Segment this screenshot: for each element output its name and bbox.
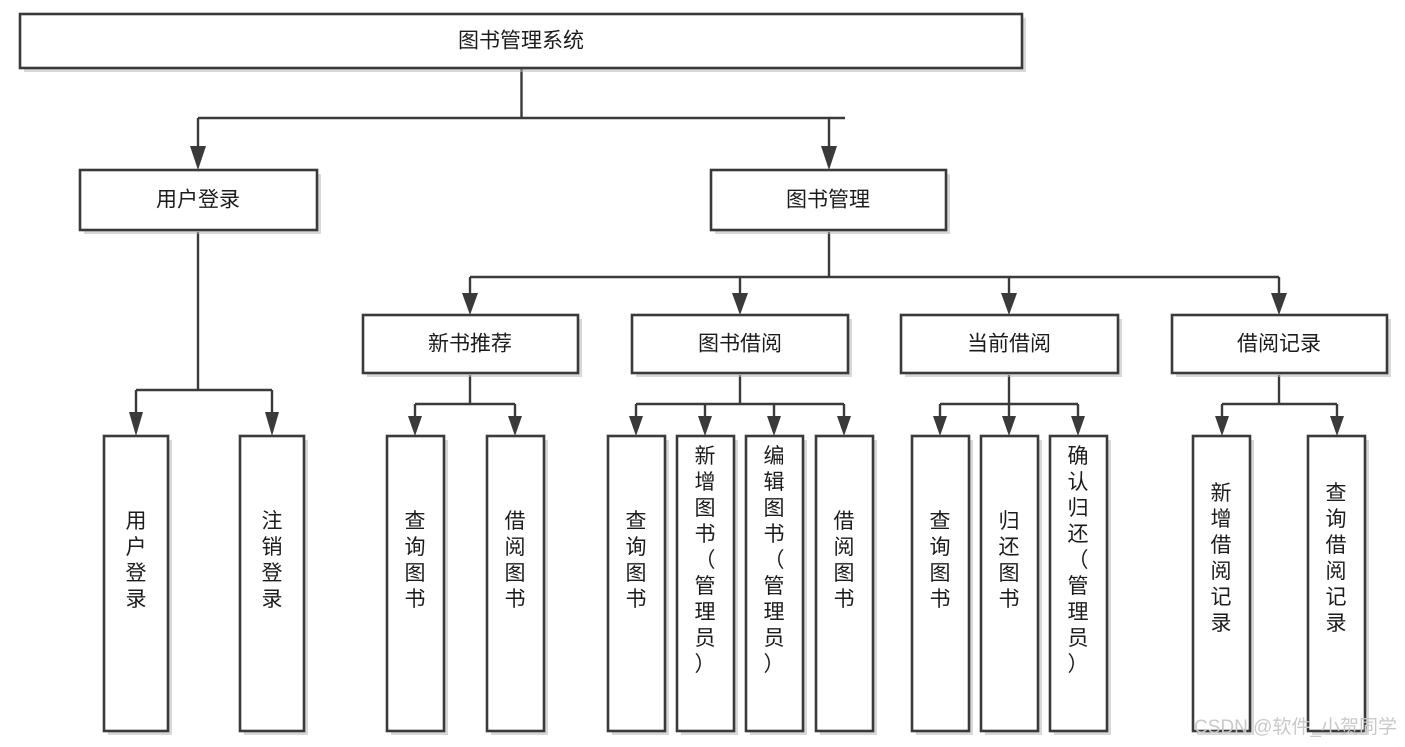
arrow-head-leaf-user-login (129, 412, 143, 436)
node-leaf-query-book-cur-box[interactable] (910, 434, 971, 733)
node-leaf-edit-book-label: 编辑图书（管理员） (764, 445, 785, 676)
connector-group-borrow-record (1215, 375, 1344, 436)
node-book-manage[interactable]: 图书管理 (709, 168, 950, 234)
node-leaf-query-book-rec[interactable]: 查询图书 (385, 434, 448, 735)
node-book-borrow[interactable]: 图书借阅 (630, 313, 852, 377)
node-leaf-borrow-book-label: 借阅图书 (834, 510, 855, 611)
node-leaf-confirm-return-box[interactable] (1048, 434, 1109, 733)
node-leaf-borrow-book-rec[interactable]: 借阅图书 (485, 434, 548, 735)
node-leaf-user-logout-box[interactable] (238, 434, 306, 733)
node-book-borrow-label: 图书借阅 (698, 333, 782, 356)
node-leaf-query-record[interactable]: 查询借阅记录 (1306, 434, 1369, 735)
node-leaf-add-record-label: 新增借阅记录 (1211, 482, 1232, 635)
node-leaf-add-book[interactable]: 新增图书（管理员） (675, 434, 738, 735)
arrow-head-leaf-add-book (698, 416, 712, 436)
connector-group-root (190, 68, 845, 170)
node-leaf-user-login-label: 用户登录 (126, 510, 147, 611)
arrow-head-leaf-return-book (1002, 416, 1016, 436)
node-root[interactable]: 图书管理系统 (18, 12, 1026, 72)
node-leaf-user-logout-label: 注销登录 (262, 510, 283, 611)
node-leaf-borrow-book-box[interactable] (814, 434, 875, 733)
node-borrow-record[interactable]: 借阅记录 (1170, 313, 1391, 377)
node-current-borrow-box[interactable] (899, 313, 1120, 375)
node-root-box[interactable] (18, 12, 1024, 70)
arrow-head-leaf-edit-book (767, 416, 781, 436)
node-leaf-query-book-rec-label: 查询图书 (405, 510, 426, 611)
arrow-head-borrow-record (1271, 293, 1287, 315)
arrow-head-new-book-rec (462, 293, 478, 315)
node-leaf-query-book-cur-label: 查询图书 (930, 510, 951, 611)
node-book-manage-label: 图书管理 (786, 189, 870, 212)
node-leaf-edit-book[interactable]: 编辑图书（管理员） (744, 434, 807, 735)
arrow-head-leaf-borrow-book-rec (508, 416, 522, 436)
node-borrow-record-label: 借阅记录 (1237, 333, 1321, 356)
node-leaf-query-record-box[interactable] (1306, 434, 1367, 733)
node-root-label: 图书管理系统 (458, 30, 584, 53)
node-new-book-rec[interactable]: 新书推荐 (361, 313, 582, 377)
arrow-head-leaf-query-book-borrow (629, 416, 643, 436)
connector-group-book-borrow (629, 375, 851, 436)
node-leaf-query-book-rec-box[interactable] (385, 434, 446, 733)
node-current-borrow[interactable]: 当前借阅 (899, 313, 1122, 377)
arrow-head-leaf-user-logout (265, 412, 279, 436)
arrow-head-book-manage (821, 146, 837, 170)
node-leaf-query-book-borrow[interactable]: 查询图书 (606, 434, 669, 735)
arrow-head-book-borrow (732, 293, 748, 315)
node-current-borrow-label: 当前借阅 (967, 333, 1051, 356)
node-leaf-query-book-borrow-box[interactable] (606, 434, 667, 733)
connector-group-book-manage (462, 232, 1287, 315)
arrow-head-leaf-query-record (1330, 416, 1344, 436)
node-leaf-query-book-borrow-label: 查询图书 (626, 510, 647, 611)
node-leaf-query-record-label: 查询借阅记录 (1326, 482, 1347, 635)
node-leaf-edit-book-box[interactable] (744, 434, 805, 733)
node-leaf-confirm-return-label: 确认归还（管理员） (1068, 445, 1089, 676)
node-leaf-return-book[interactable]: 归还图书 (979, 434, 1042, 735)
node-leaf-add-record-box[interactable] (1191, 434, 1252, 733)
node-book-borrow-box[interactable] (630, 313, 850, 375)
node-new-book-rec-box[interactable] (361, 313, 580, 375)
arrow-head-leaf-query-book-rec (408, 416, 422, 436)
node-user-login[interactable]: 用户登录 (78, 168, 321, 234)
node-leaf-query-book-cur[interactable]: 查询图书 (910, 434, 973, 735)
connector-group-user-login (129, 232, 279, 436)
watermark-label: CSDN @软件_小贺同学 (1194, 716, 1397, 738)
node-leaf-confirm-return[interactable]: 确认归还（管理员） (1048, 434, 1111, 735)
node-new-book-rec-label: 新书推荐 (428, 333, 512, 356)
arrow-head-user-login (190, 146, 206, 170)
node-leaf-borrow-book[interactable]: 借阅图书 (814, 434, 877, 735)
arrow-head-leaf-add-record (1215, 416, 1229, 436)
node-leaf-borrow-book-rec-label: 借阅图书 (505, 510, 526, 611)
arrow-head-leaf-confirm-return (1071, 416, 1085, 436)
node-leaf-add-book-label: 新增图书（管理员） (695, 445, 716, 676)
node-leaf-borrow-book-rec-box[interactable] (485, 434, 546, 733)
arrow-head-current-borrow (1001, 293, 1017, 315)
arrow-head-leaf-borrow-book (837, 416, 851, 436)
connector-group-current-borrow (933, 375, 1085, 436)
arrow-head-leaf-query-book-cur (933, 416, 947, 436)
node-user-login-box[interactable] (78, 168, 319, 232)
node-leaf-add-book-box[interactable] (675, 434, 736, 733)
node-book-manage-box[interactable] (709, 168, 948, 232)
connector-group-new-book-rec (408, 375, 522, 436)
node-leaf-user-login-box[interactable] (102, 434, 170, 733)
node-leaf-user-logout[interactable]: 注销登录 (238, 434, 308, 735)
node-borrow-record-box[interactable] (1170, 313, 1389, 375)
node-leaf-return-book-label: 归还图书 (999, 510, 1020, 611)
node-leaf-return-book-box[interactable] (979, 434, 1040, 733)
node-leaf-add-record[interactable]: 新增借阅记录 (1191, 434, 1254, 735)
node-leaf-user-login[interactable]: 用户登录 (102, 434, 172, 735)
node-user-login-label: 用户登录 (156, 189, 240, 212)
